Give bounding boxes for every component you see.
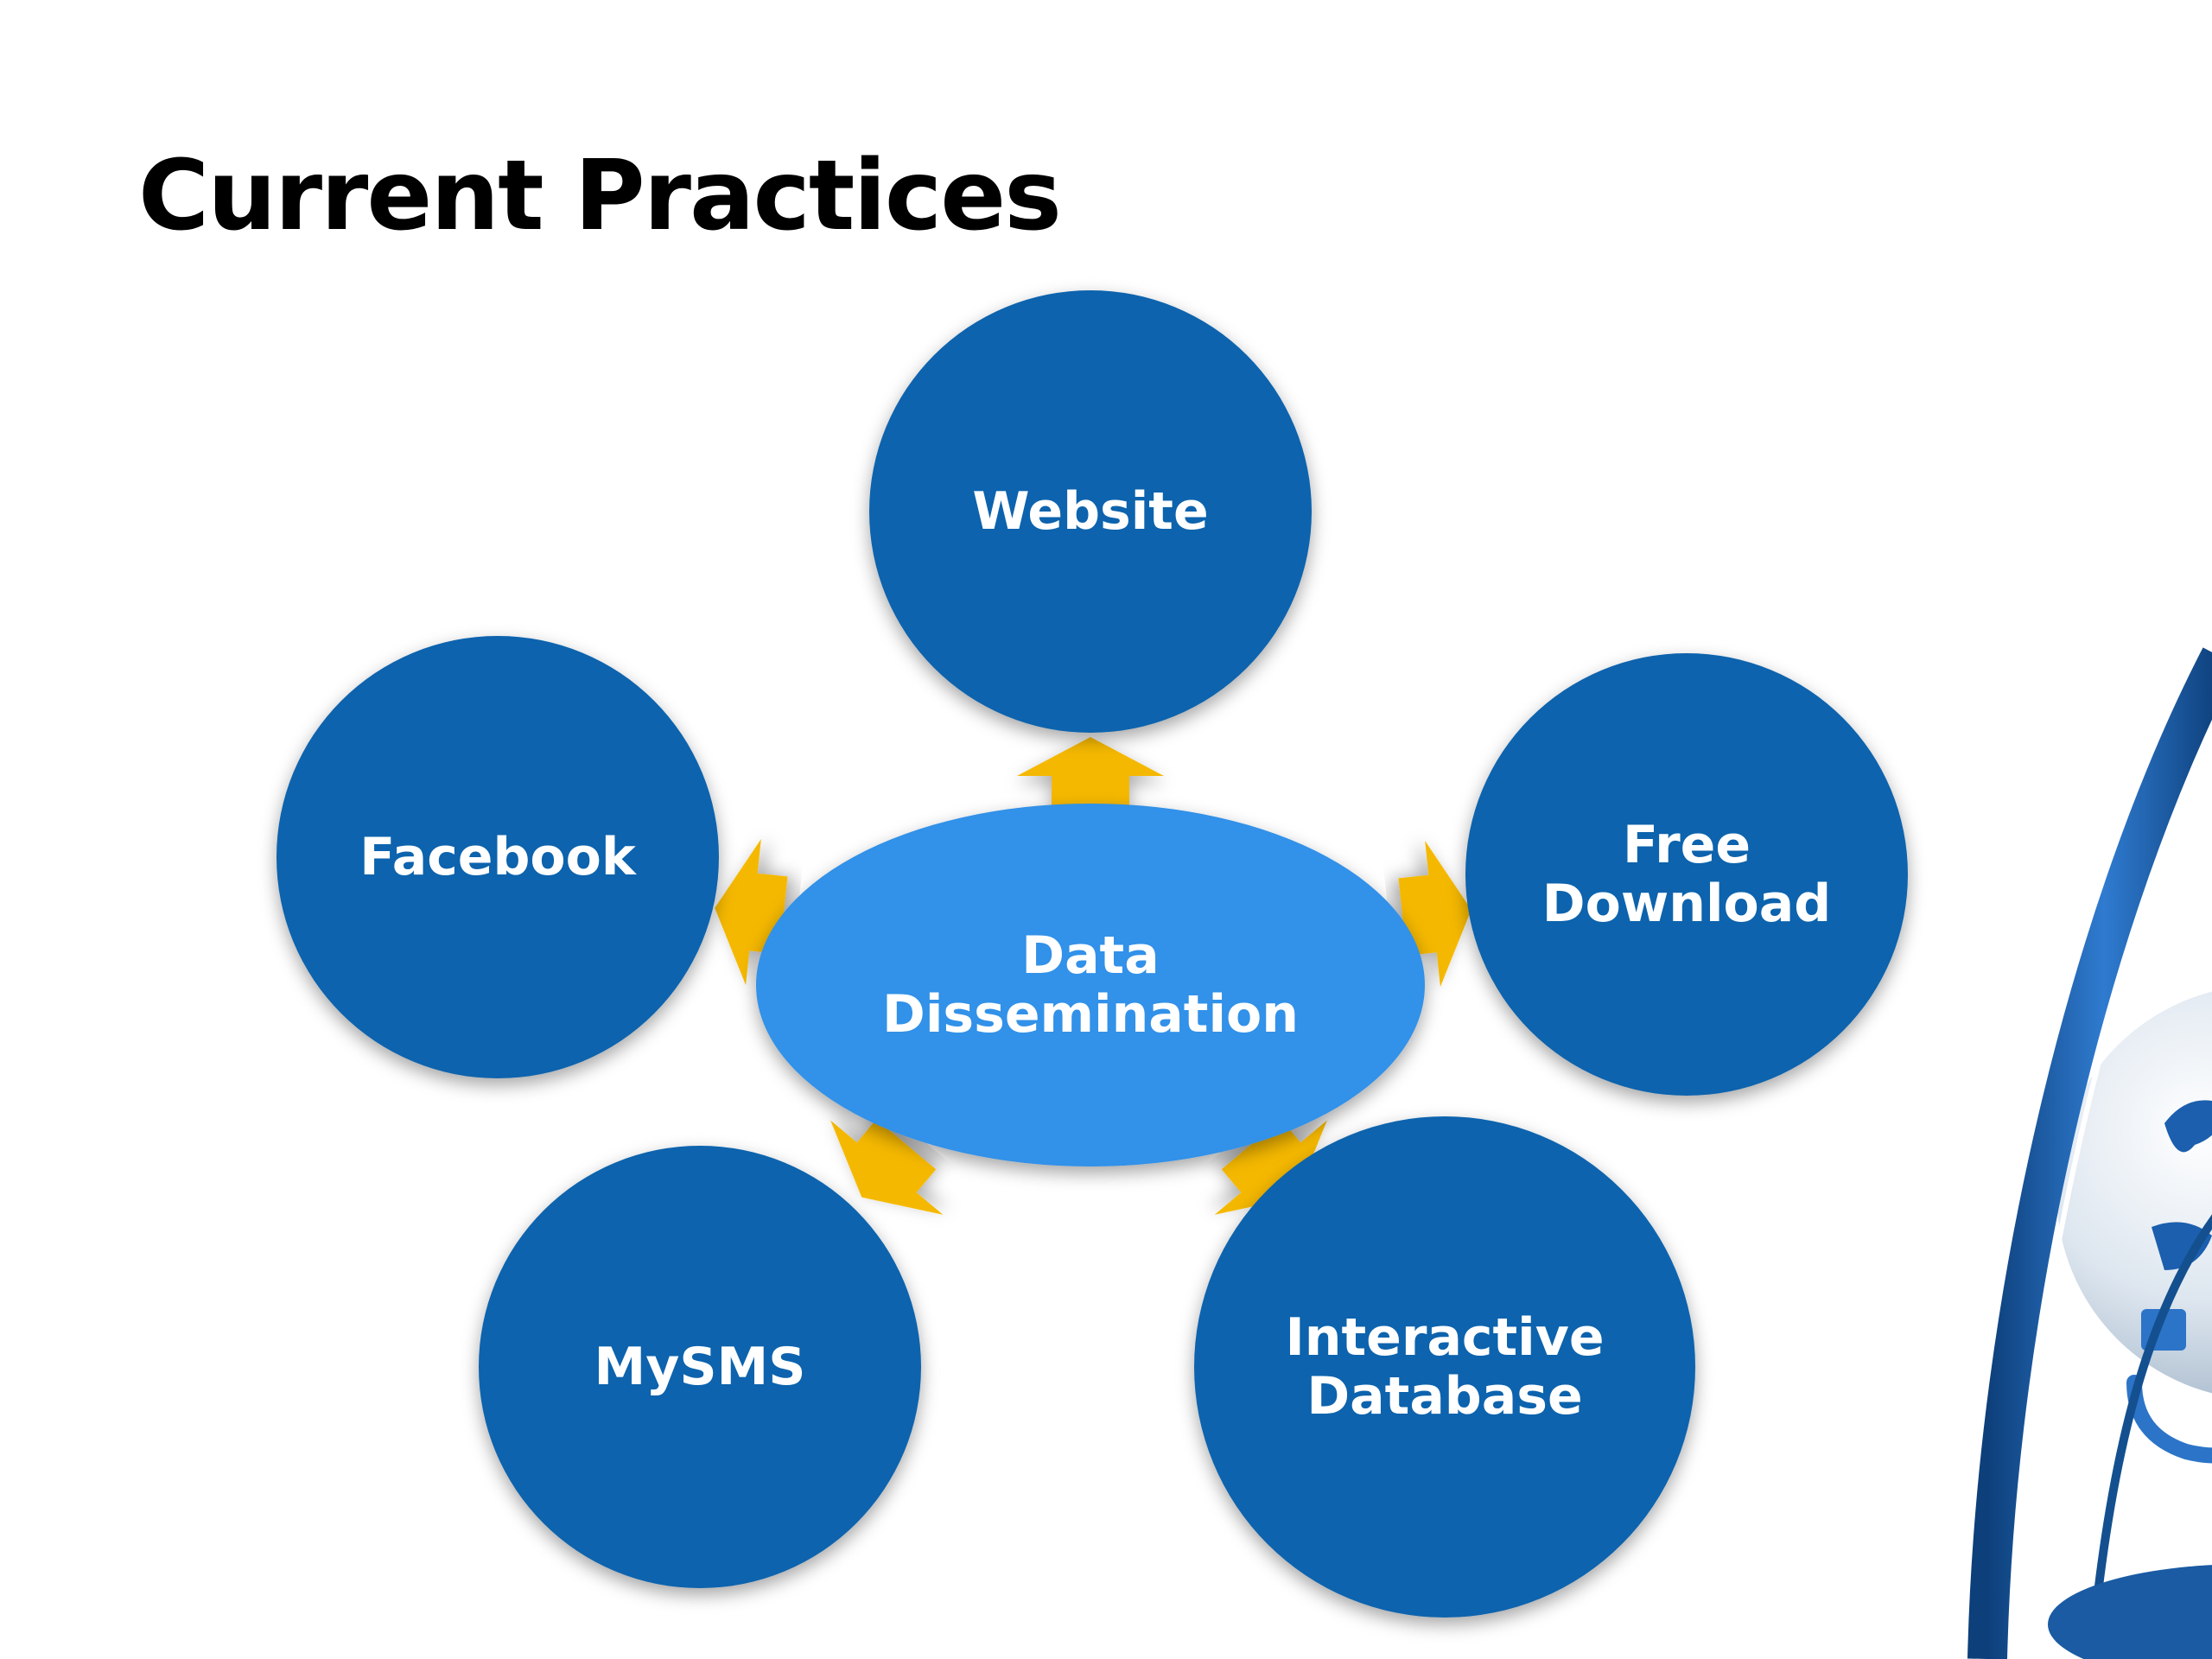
arrow-to-interactive-database: [1214, 1119, 1327, 1215]
node-facebook-circle: [276, 636, 719, 1078]
node-website: Website: [869, 290, 1312, 733]
center-node-shape: [756, 804, 1425, 1166]
node-facebook-label-line: Facebook: [359, 827, 638, 887]
globe-decoration: [1967, 647, 2212, 1659]
node-website-label-line: Website: [972, 481, 1208, 542]
center-node-label-line: Data: [1021, 925, 1159, 986]
slide-title: Current Practices: [138, 140, 1062, 252]
node-facebook-label: Facebook: [359, 827, 638, 887]
node-mysms-label: MySMS: [594, 1337, 806, 1397]
node-mysms: MySMS: [479, 1146, 921, 1588]
node-interactive-database-label-line: Database: [1306, 1366, 1582, 1427]
node-mysms-circle: [479, 1146, 921, 1588]
node-free-download-label-line: Download: [1542, 874, 1831, 934]
node-mysms-label-line: MySMS: [594, 1337, 806, 1397]
arrow-to-mysms: [830, 1119, 944, 1215]
node-website-circle: [869, 290, 1312, 733]
node-free-download-circle: [1465, 653, 1908, 1096]
node-free-download-label-line: Free: [1623, 815, 1751, 875]
node-facebook: Facebook: [276, 636, 719, 1078]
center-node-label-line: Dissemination: [882, 984, 1299, 1045]
node-interactive-database-label-line: Interactive: [1285, 1307, 1604, 1368]
node-interactive-database-circle: [1194, 1116, 1695, 1618]
node-website-label: Website: [972, 481, 1208, 542]
arrow-to-website: [1017, 737, 1164, 806]
